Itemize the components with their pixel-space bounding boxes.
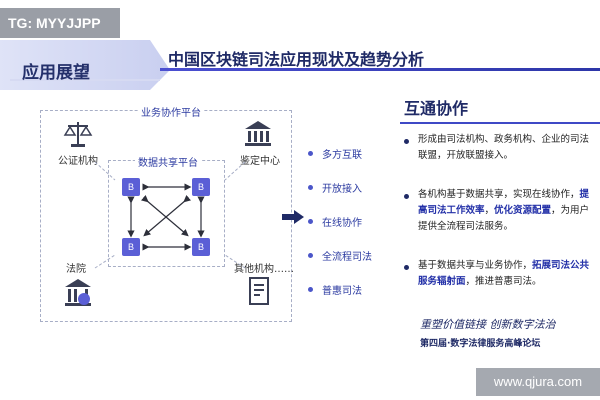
feature-dot [308, 185, 313, 190]
arrow-right-icon [282, 210, 304, 224]
panel-paragraph-1: 形成由司法机构、政务机构、企业的司法联盟，开放联盟接入。 [418, 134, 590, 161]
panel-bullet [404, 265, 409, 270]
document-icon [249, 277, 269, 305]
court-icon [65, 279, 91, 306]
p3-text-b: ，推进普惠司法。 [465, 276, 542, 287]
block-node-tl: B [122, 178, 140, 196]
p2-text-b: ， [484, 205, 495, 216]
business-platform-label: 业务协作平台 [138, 104, 204, 119]
p2-highlight-1: 提高司法工作效率 [418, 189, 590, 216]
feature-dot [308, 151, 313, 156]
feature-dot [308, 287, 313, 292]
event-slogan: 重塑价值链接 创新数字法治 [420, 318, 556, 331]
p2-text-c: ，为用户提供全流程司法服务。 [418, 205, 590, 232]
node-court-label: 法院 [66, 264, 86, 275]
feature-item: 在线协作 [322, 218, 362, 229]
title-underline [160, 68, 600, 71]
node-appraisal-label: 鉴定中心 [240, 156, 280, 167]
p2-text-a: 各机构基于数据共享，实现在线协作， [418, 189, 580, 200]
header-decoration [0, 40, 170, 90]
panel-paragraph-2: 各机构基于数据共享，实现在线协作，提高司法工作效率，优化资源配置，为用户提供全流… [418, 187, 596, 235]
main-title: 中国区块链司法应用现状及趋势分析 [168, 50, 425, 69]
feature-item: 普惠司法 [322, 286, 362, 297]
block-node-br: B [192, 238, 210, 256]
section-label: 应用展望 [22, 63, 90, 83]
panel-bullet [404, 139, 409, 144]
block-node-tr: B [192, 178, 210, 196]
node-notary-label: 公证机构 [58, 156, 98, 167]
institution-icon [245, 121, 271, 146]
p3-highlight: 拓展司法公共服务辐射面 [418, 260, 590, 287]
panel-paragraph-3: 基于数据共享与业务协作，拓展司法公共服务辐射面，推进普惠司法。 [418, 258, 596, 290]
connector-lines [94, 161, 246, 269]
p2-highlight-2: 优化资源配置 [494, 205, 552, 216]
data-sharing-label: 数据共享平台 [135, 154, 201, 169]
node-others-label: 其他机构…… [234, 264, 294, 275]
feature-dot [308, 253, 313, 258]
panel-divider [400, 122, 600, 124]
block-node-bl: B [122, 238, 140, 256]
panel-title: 互通协作 [404, 99, 469, 118]
watermark-bottom-right: www.qjura.com [476, 368, 600, 396]
event-sub-banner: 第四届·数字法律服务高峰论坛 [420, 339, 541, 349]
watermark-top-left: TG: MYYJJPP [0, 8, 120, 38]
feature-item: 开放接入 [322, 184, 362, 195]
panel-bullet [404, 194, 409, 199]
feature-item: 全流程司法 [322, 252, 372, 263]
feature-item: 多方互联 [322, 150, 362, 161]
block-arrows [127, 183, 205, 251]
p3-text-a: 基于数据共享与业务协作， [418, 260, 533, 271]
feature-dot [308, 219, 313, 224]
scales-icon [63, 122, 93, 147]
